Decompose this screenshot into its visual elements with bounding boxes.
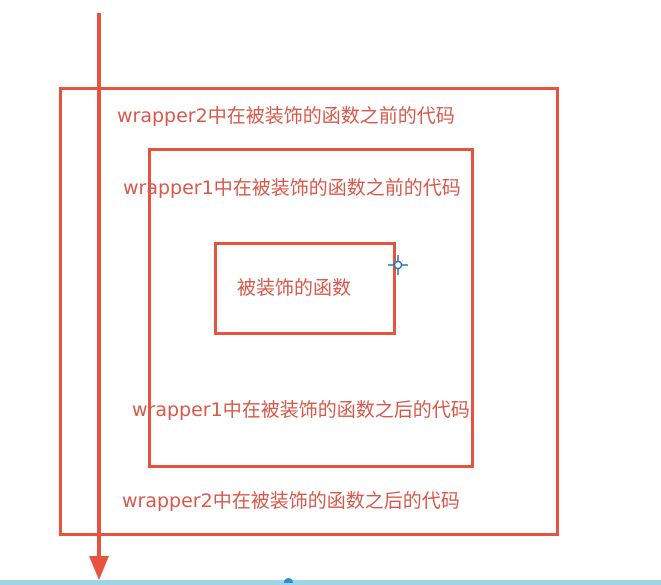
decorated-function-box [214,242,396,335]
execution-flow-arrow-line [97,13,101,561]
crosshair-cursor-icon [388,255,408,275]
down-arrow-icon [89,556,109,580]
decorated-function-label: 被装饰的函数 [237,277,352,299]
wrapper2-after-label: wrapper2中在被装饰的函数之后的代码 [122,490,460,512]
wrapper1-box [148,148,474,468]
bottom-progress-strip [0,580,661,585]
progress-marker[interactable] [284,578,293,583]
wrapper2-box [59,87,559,536]
wrapper1-after-label: wrapper1中在被装饰的函数之后的代码 [132,399,470,421]
wrapper2-before-label: wrapper2中在被装饰的函数之前的代码 [117,105,455,127]
wrapper1-before-label: wrapper1中在被装饰的函数之前的代码 [123,177,461,199]
